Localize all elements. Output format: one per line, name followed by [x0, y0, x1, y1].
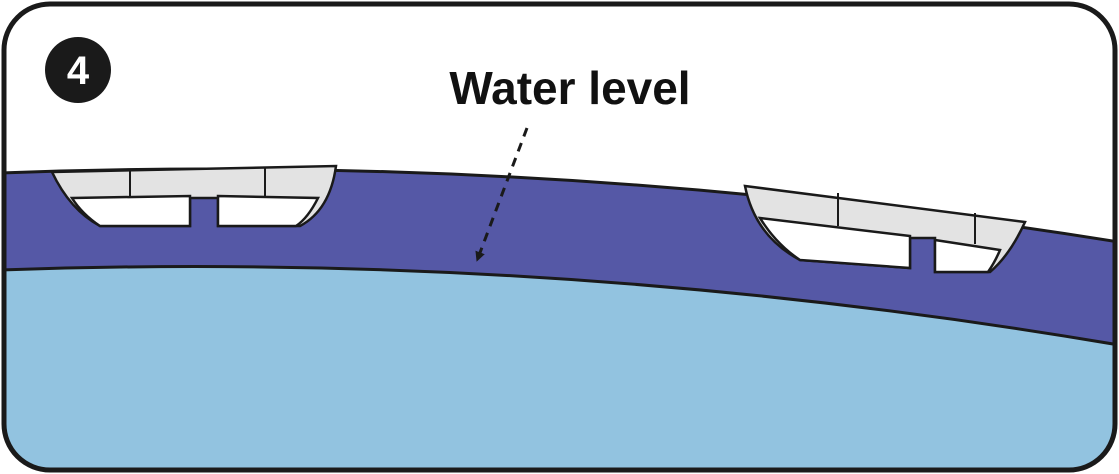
skimmer-fitting-right [743, 184, 1027, 274]
skimmer-fitting-left [50, 164, 338, 228]
step-number: 4 [67, 49, 90, 93]
water-level-label: Water level [449, 62, 690, 114]
step-badge: 4 [45, 37, 111, 103]
dashed-arrow [475, 127, 529, 262]
water-body [4, 265, 1115, 470]
